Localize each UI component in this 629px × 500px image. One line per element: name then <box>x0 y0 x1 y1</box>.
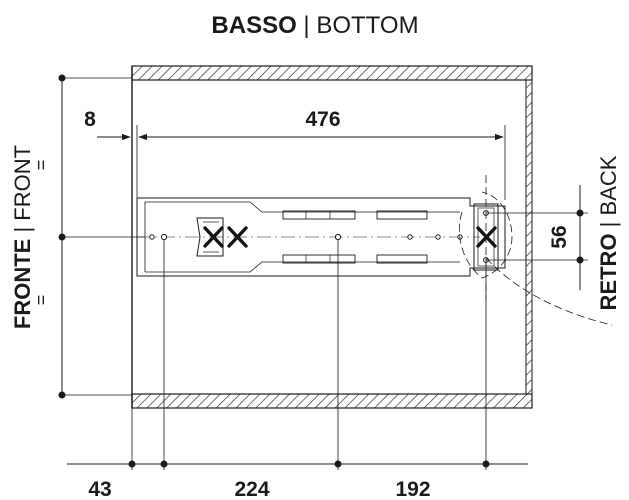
front-label-bold: FRONTE <box>10 239 35 329</box>
top-wall-hatch <box>131 65 533 81</box>
screw-mark-1 <box>203 226 224 248</box>
slot-bottom-left <box>282 254 356 264</box>
screw-mark-2 <box>227 226 248 248</box>
back-label-separator: | <box>596 215 621 233</box>
back-label-light: BACK <box>596 155 621 215</box>
bottom-wall-hatch <box>131 393 533 409</box>
equal-mark-top: = <box>31 160 51 171</box>
cabinet-box <box>131 65 533 409</box>
front-label-light: FRONT <box>10 145 35 221</box>
drawer-slide-runner <box>136 197 506 277</box>
back-height-dimension <box>486 185 588 290</box>
slot-top-right <box>376 210 428 220</box>
back-label: RETRO | BACK <box>596 155 621 310</box>
back-wall-hatch <box>525 79 533 395</box>
title-separator: | <box>297 12 317 39</box>
front-height-dimension <box>58 74 145 399</box>
dim-bottom-2: 224 <box>234 478 269 500</box>
screw-marks <box>203 226 497 248</box>
runner-outline <box>136 197 506 277</box>
screw-mark-3 <box>476 226 497 248</box>
equal-mark-bottom: = <box>31 295 51 306</box>
title-bold: BASSO <box>211 12 296 39</box>
front-clip <box>196 217 224 257</box>
dim-bottom-3: 192 <box>395 478 430 500</box>
dim-slide-length: 476 <box>305 108 340 131</box>
slot-top-left <box>282 210 356 220</box>
front-label-separator: | <box>10 221 35 239</box>
back-label-bold: RETRO <box>596 233 621 310</box>
top-dimension <box>97 125 506 200</box>
slot-bottom-right <box>376 254 428 264</box>
dim-left-gap: 8 <box>84 108 96 131</box>
front-label: FRONTE | FRONT <box>10 145 35 329</box>
rear-swing-arcs <box>458 175 613 326</box>
dim-bottom-1: 43 <box>88 478 111 500</box>
diagram-title: BASSO | BOTTOM <box>211 12 418 39</box>
bottom-dimension-chain <box>67 240 528 470</box>
title-light: BOTTOM <box>316 12 418 39</box>
dim-back-height: 56 <box>548 225 571 248</box>
